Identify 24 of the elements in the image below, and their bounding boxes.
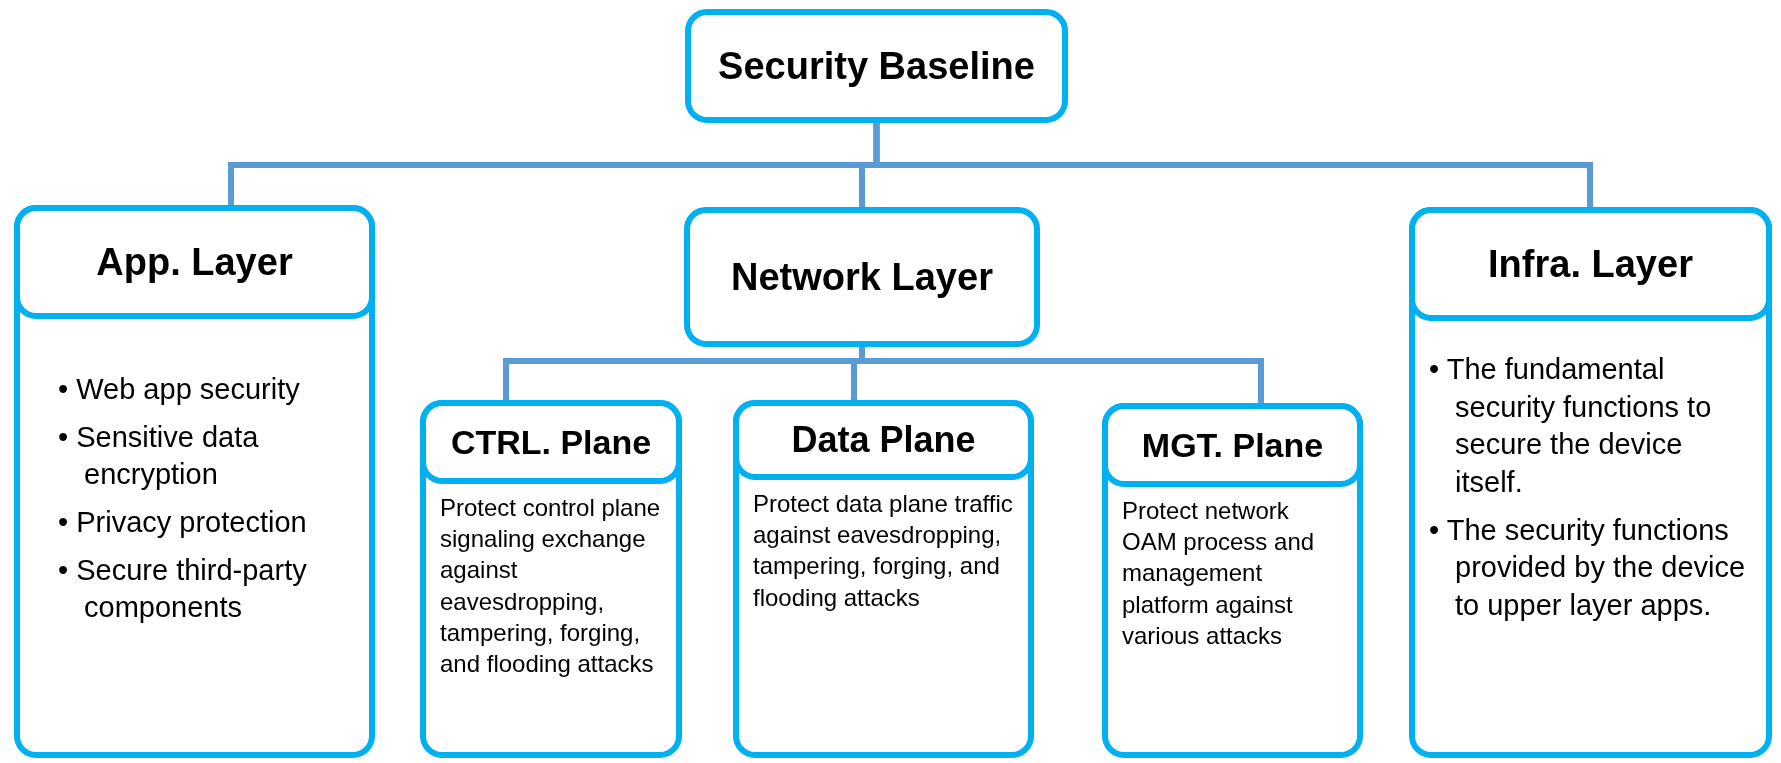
description-text: Protect data plane traffic against eavesdropping, tampering, forging, and flooding attacks: [753, 489, 1014, 613]
content-panel: [1409, 207, 1772, 758]
box-title: Security Baseline: [718, 44, 1035, 88]
bullet-item: • Secure third-party components: [58, 552, 308, 626]
heading-box: Data Plane: [733, 400, 1034, 480]
box-title: Network Layer: [731, 255, 993, 299]
heading-box: MGT. Plane: [1102, 403, 1363, 487]
title-box: [684, 207, 1040, 347]
bullet-item: • Sensitive data encryption: [58, 419, 260, 493]
bullet-item: • The security functions provided by the device to upper layer apps.: [1429, 512, 1747, 624]
content-panel: [420, 400, 682, 758]
heading-box: Infra. Layer: [1409, 207, 1772, 321]
connector-line: [873, 120, 1593, 210]
bullet-item: • The fundamental security functions to secure the device itself.: [1429, 352, 1713, 501]
bullet-item: • Privacy protection: [58, 505, 308, 541]
bullet-item: • Web app security: [58, 372, 301, 407]
description-text: Protect control plane signaling exchange against eavesdropping, tampering, forging, and flooding attacks: [440, 493, 662, 679]
heading-box: CTRL. Plane: [420, 400, 682, 484]
content-panel: [14, 205, 375, 758]
description-text: Protect network OAM process and management platform against various attacks: [1122, 496, 1316, 651]
title-box: [685, 9, 1068, 123]
content-panel: [733, 400, 1034, 758]
heading-box: App. Layer: [14, 205, 375, 319]
content-panel: [1102, 403, 1363, 758]
